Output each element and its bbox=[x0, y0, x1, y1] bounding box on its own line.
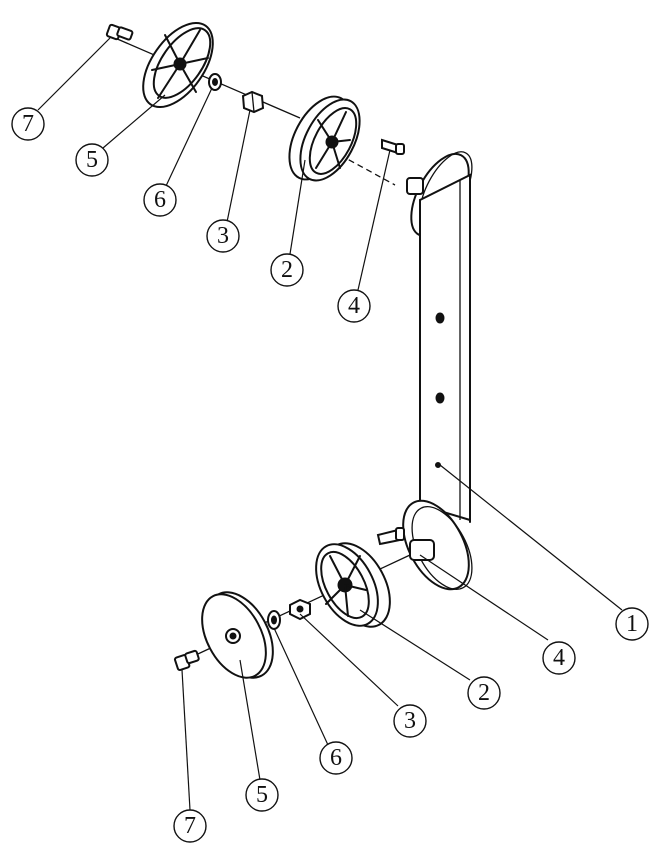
callout-5-bottom: 5 bbox=[245, 778, 279, 812]
pin-4-bottom bbox=[376, 527, 405, 546]
callout-7-bottom: 7 bbox=[173, 809, 207, 843]
callout-5-top: 5 bbox=[75, 143, 109, 177]
callout-2-bottom: 2 bbox=[467, 676, 501, 710]
callout-6-bottom: 6 bbox=[319, 741, 353, 775]
callout-label: 6 bbox=[154, 187, 166, 213]
callout-label: 2 bbox=[281, 257, 293, 283]
callout-6-top: 6 bbox=[143, 183, 177, 217]
callout-label: 7 bbox=[22, 111, 34, 137]
callout-label: 1 bbox=[626, 611, 638, 637]
pulley-2-bottom bbox=[315, 542, 391, 628]
pulley-2-top bbox=[288, 95, 361, 182]
top-assembly bbox=[105, 21, 405, 186]
callout-label: 4 bbox=[553, 645, 565, 671]
callout-1: 1 bbox=[615, 607, 649, 641]
callout-7-top: 7 bbox=[11, 107, 45, 141]
nut-3-bottom bbox=[289, 598, 311, 621]
pulley-5-top bbox=[142, 21, 214, 109]
leader-lines bbox=[37, 37, 623, 811]
callout-2-top: 2 bbox=[270, 253, 304, 287]
callout-label: 3 bbox=[217, 223, 229, 249]
pin-4-top bbox=[381, 138, 405, 155]
callout-label: 6 bbox=[330, 745, 342, 771]
callout-label: 4 bbox=[348, 293, 360, 319]
callout-label: 5 bbox=[256, 782, 268, 808]
callout-3-top: 3 bbox=[206, 219, 240, 253]
bolt-7-top bbox=[105, 23, 134, 41]
callout-label: 2 bbox=[478, 680, 490, 706]
bolt-7-bottom bbox=[173, 649, 200, 671]
nut-3-top bbox=[241, 90, 265, 114]
callout-label: 3 bbox=[404, 708, 416, 734]
callout-4-bottom: 4 bbox=[542, 641, 576, 675]
callout-4-top: 4 bbox=[337, 289, 371, 323]
callout-label: 7 bbox=[184, 813, 196, 839]
callout-label: 5 bbox=[86, 147, 98, 173]
callout-3-bottom: 3 bbox=[393, 704, 427, 738]
arm-frame bbox=[402, 151, 473, 591]
pulley-5-bottom bbox=[201, 591, 274, 679]
bottom-assembly bbox=[173, 527, 411, 679]
